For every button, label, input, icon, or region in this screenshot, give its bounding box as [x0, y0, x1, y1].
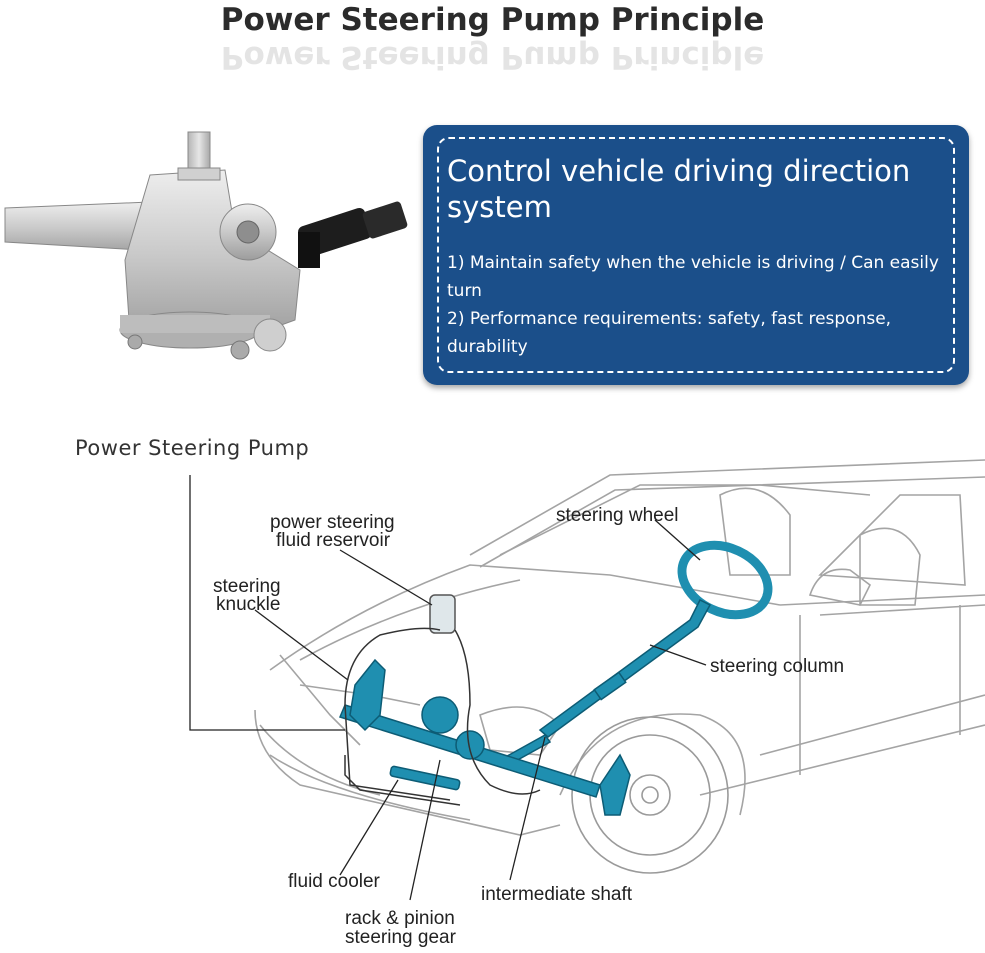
label-knuckle-line2: knuckle — [216, 594, 281, 615]
pump-photo — [4, 131, 408, 360]
label-knuckle-line1: steering — [213, 576, 281, 597]
label-steering-wheel: steering wheel — [556, 505, 679, 526]
leader-lines — [189, 475, 707, 901]
label-reservoir-line1: power steering — [270, 512, 395, 533]
info-line-1: 1) Maintain safety when the vehicle is d… — [447, 253, 939, 301]
label-rack-line2: steering gear — [345, 927, 456, 948]
info-body: 1) Maintain safety when the vehicle is d… — [447, 249, 953, 361]
info-line-2: 2) Performance requirements: safety, fas… — [447, 309, 892, 357]
info-heading: Control vehicle driving direction system — [447, 154, 911, 224]
info-box: Control vehicle driving direction system… — [423, 125, 969, 385]
pump-label: Power Steering Pump — [75, 436, 310, 460]
fluid-hoses — [344, 627, 541, 806]
label-rack-line1: rack & pinion — [345, 908, 455, 929]
page-title-reflection: Power Steering Pump Principle — [220, 39, 765, 75]
steering-system-diagram — [189, 459, 985, 901]
info-box-dashed-border — [437, 137, 955, 373]
label-steering-column: steering column — [710, 656, 845, 677]
label-reservoir-line2: fluid reservoir — [276, 530, 391, 551]
label-intermediate-shaft: intermediate shaft — [481, 884, 633, 905]
car-outline — [254, 459, 985, 836]
label-fluid-cooler: fluid cooler — [288, 871, 380, 892]
page-title: Power Steering Pump Principle — [220, 2, 765, 38]
